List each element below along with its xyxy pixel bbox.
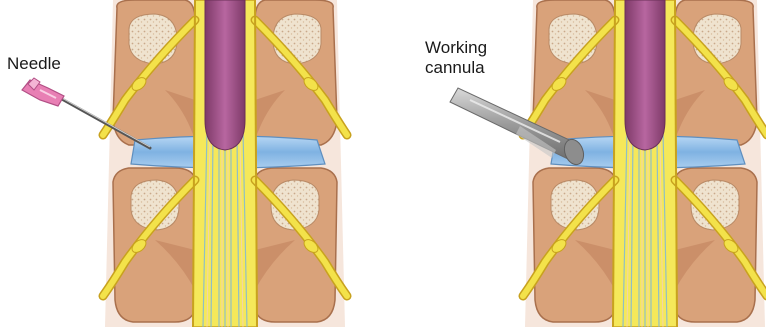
- needle-label: Needle: [7, 54, 61, 74]
- spine-left-panel: [103, 0, 347, 327]
- spine-right-panel: [523, 0, 766, 327]
- working-cannula-label-line1: Working: [425, 38, 487, 58]
- working-cannula-label: Working cannula: [425, 38, 487, 78]
- working-cannula-label-line2: cannula: [425, 58, 487, 78]
